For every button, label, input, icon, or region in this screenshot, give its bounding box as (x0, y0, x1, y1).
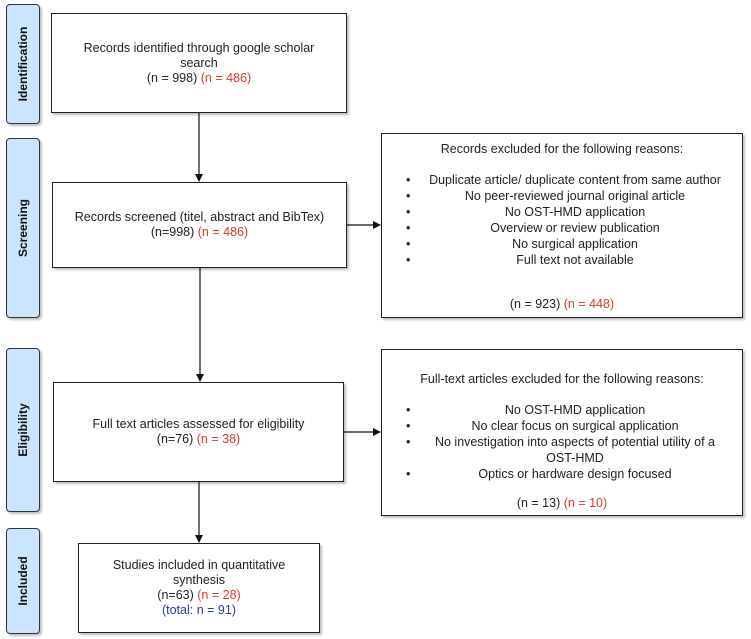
studies-included-box: Studies included in quantitative synthes… (78, 543, 320, 633)
included-text-line2: synthesis (172, 573, 226, 587)
full-text-excluded-list: • No OST-HMD application • No clear focus … (382, 402, 742, 482)
reason-text: No investigation into aspects of potenti… (434, 435, 716, 465)
full-text-excluded-reason: • No OST-HMD application (382, 402, 742, 418)
identified-count: (n = 998) (146, 70, 198, 85)
bullet-icon: • (406, 205, 411, 219)
stage-screening: Screening (6, 138, 40, 318)
included-counts: (n=63) (n = 28) (157, 588, 240, 603)
full-text-excluded-reason: • No clear focus on surgical application (382, 418, 742, 434)
full-text-excluded-reason: • No investigation into aspects of potent… (382, 434, 742, 466)
reason-text: Overview or review publication (490, 221, 660, 235)
bullet-icon: • (406, 403, 411, 417)
assessed-text: Full text articles assessed for eligibil… (92, 417, 305, 431)
stage-included: Included (6, 528, 40, 634)
bullet-icon: • (406, 221, 411, 235)
identified-counts: (n = 998) (n = 486) (147, 71, 251, 86)
full-text-excluded-count-red: (n = 10) (563, 496, 608, 510)
screened-counts: (n=998) (n = 486) (151, 225, 248, 240)
bullet-icon: • (406, 189, 411, 203)
identified-count-red: (n = 486) (200, 70, 252, 85)
reason-text: No OST-HMD application (504, 205, 646, 219)
reason-text: No surgical application (512, 237, 638, 251)
assessed-count-red: (n = 38) (196, 432, 241, 446)
screened-count-red: (n = 486) (197, 225, 249, 239)
records-identified-box: Records identified through google schola… (51, 13, 347, 113)
bullet-icon: • (406, 237, 411, 251)
included-count: (n=63) (157, 588, 194, 602)
reason-text: No peer-reviewed journal original articl… (464, 189, 686, 203)
stage-eligibility: Eligibility (6, 348, 40, 512)
included-count-red: (n = 28) (197, 588, 241, 602)
screened-count: (n=998) (150, 225, 195, 239)
assessed-counts: (n=76) (n = 38) (157, 432, 240, 447)
records-excluded-list: • Duplicate article/ duplicate content fr… (382, 172, 742, 268)
records-excluded-box: Records excluded for the following reaso… (381, 133, 743, 318)
included-total: (total: n = 91) (162, 603, 236, 617)
records-excluded-reason: • Overview or review publication (382, 220, 742, 236)
bullet-icon: • (406, 419, 411, 433)
reason-text: No clear focus on surgical application (471, 419, 679, 433)
full-text-excluded-reason: • Optics or hardware design focused (382, 466, 742, 482)
assessed-count: (n=76) (156, 432, 194, 446)
full-text-assessed-box: Full text articles assessed for eligibil… (53, 382, 344, 482)
full-text-excluded-counts: (n = 13) (n = 10) (382, 496, 742, 510)
records-screened-box: Records screened (titel, abstract and Bi… (52, 182, 347, 268)
identified-text-line2: search (180, 55, 218, 70)
records-excluded-title: Records excluded for the following reaso… (440, 142, 684, 156)
records-excluded-counts: (n = 923) (n = 448) (382, 297, 742, 311)
records-excluded-reason: • Duplicate article/ duplicate content fr… (382, 172, 742, 188)
identified-text-line1: Records identified through google schola… (83, 40, 315, 55)
full-text-excluded-box: Full-text articles excluded for the foll… (381, 349, 743, 516)
bullet-icon: • (406, 253, 411, 267)
included-text-line1: Studies included in quantitative (112, 558, 286, 572)
records-excluded-reason: • No peer-reviewed journal original artic… (382, 188, 742, 204)
reason-text: Full text not available (516, 253, 634, 267)
reason-text: Duplicate article/ duplicate content fro… (429, 173, 721, 187)
full-text-excluded-count: (n = 13) (516, 496, 561, 510)
bullet-icon: • (406, 435, 411, 449)
bullet-icon: • (406, 467, 411, 481)
bullet-icon: • (406, 173, 411, 187)
screened-text: Records screened (titel, abstract and Bi… (74, 210, 325, 224)
reason-text: Optics or hardware design focused (478, 467, 672, 481)
records-excluded-reason: • No surgical application (382, 236, 742, 252)
records-excluded-count: (n = 923) (509, 297, 561, 311)
stage-identification: Identification (6, 4, 40, 124)
records-excluded-reason: • Full text not available (382, 252, 742, 268)
records-excluded-reason: • No OST-HMD application (382, 204, 742, 220)
full-text-excluded-title: Full-text articles excluded for the foll… (420, 372, 704, 386)
reason-text: No OST-HMD application (504, 403, 646, 417)
records-excluded-count-red: (n = 448) (563, 297, 615, 311)
